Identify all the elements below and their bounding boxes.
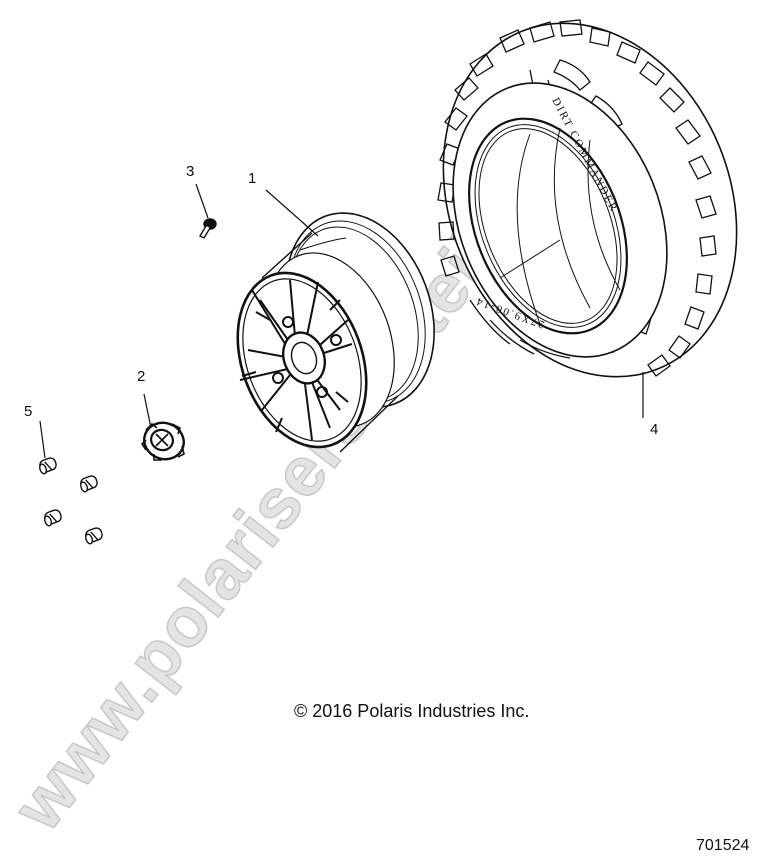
- leader-line-5: [39, 420, 46, 459]
- callout-5[interactable]: 5: [24, 403, 33, 420]
- lug-nuts-drawing[interactable]: [38, 457, 103, 545]
- tire-drawing[interactable]: DIRT COMMANDER 27X9.00-14: [392, 0, 767, 421]
- callout-2[interactable]: 2: [137, 368, 146, 385]
- drawing-number: 701524: [696, 837, 750, 854]
- leader-line-1: [265, 189, 319, 237]
- leader-line-2: [143, 393, 152, 429]
- callout-1[interactable]: 1: [248, 170, 257, 187]
- leader-line-3: [195, 183, 209, 219]
- center-cap-drawing[interactable]: [139, 417, 189, 465]
- copyright-notice: © 2016 Polaris Industries Inc.: [294, 701, 530, 721]
- wheel-rim-drawing[interactable]: [215, 192, 460, 465]
- callout-3[interactable]: 3: [186, 163, 195, 180]
- valve-stem-drawing[interactable]: [199, 218, 217, 239]
- callout-4[interactable]: 4: [650, 421, 659, 438]
